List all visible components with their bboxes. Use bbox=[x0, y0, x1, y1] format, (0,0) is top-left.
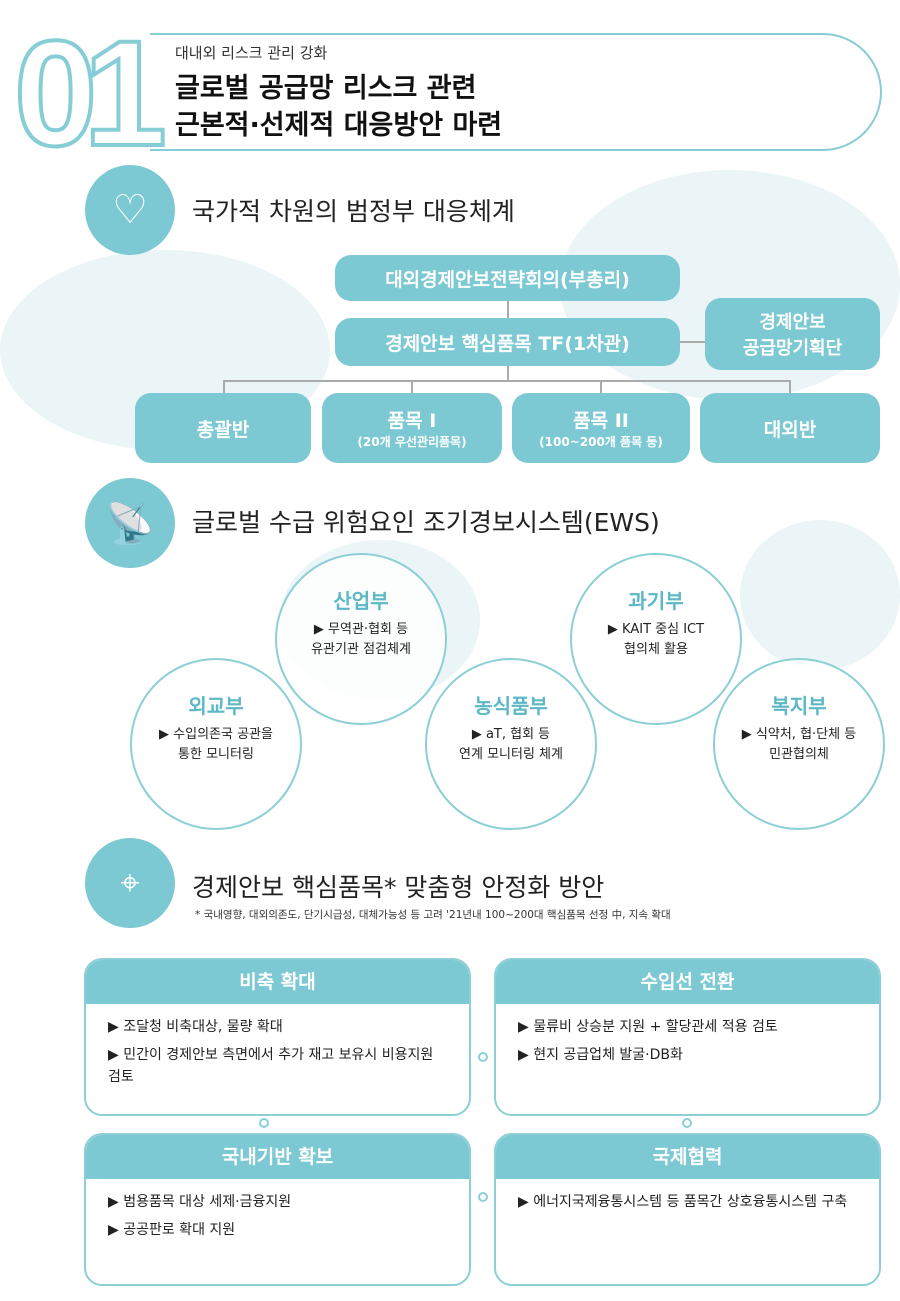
team-label: 품목 II bbox=[573, 410, 629, 432]
ministry-text: 연계 모니터링 체계 bbox=[459, 747, 563, 762]
section-number: 01 bbox=[12, 9, 169, 177]
team-label: 품목 I bbox=[387, 410, 437, 432]
team-sub: (20개 우선관리품목) bbox=[357, 435, 467, 449]
connector bbox=[600, 380, 602, 393]
card-item: ▶ 에너지국제융통시스템 등 품목간 상호융통시스템 구축 bbox=[518, 1194, 848, 1210]
ministry-text: ▶ 식약처, 협·단체 등 bbox=[741, 727, 857, 742]
connector bbox=[680, 341, 705, 343]
ministry-name: 복지부 bbox=[771, 694, 827, 718]
org-box-tf: 경제안보 핵심품목 TF(1차관) bbox=[335, 318, 680, 366]
team-label: 대외반 bbox=[763, 418, 817, 441]
team-box: 품목 II (100~200개 품목 등) bbox=[512, 393, 690, 463]
ministry-name: 산업부 bbox=[333, 589, 389, 613]
card-item: ▶ 범용품목 대상 세제·금융지원 bbox=[108, 1194, 292, 1210]
section-title: 국가적 차원의 범정부 대응체계 bbox=[192, 197, 515, 226]
connector bbox=[507, 301, 509, 318]
link-ring bbox=[478, 1192, 488, 1202]
header-subtitle: 대내외 리스크 관리 강화 bbox=[175, 44, 328, 62]
connector bbox=[789, 380, 791, 393]
ministry-name: 외교부 bbox=[188, 694, 244, 718]
connector bbox=[223, 380, 791, 382]
connector bbox=[507, 366, 509, 380]
link-ring bbox=[682, 1118, 692, 1128]
card-title: 국내기반 확보 bbox=[86, 1135, 469, 1179]
ministry-text: ▶ 무역관·협회 등 bbox=[313, 622, 409, 637]
measure-card: 수입선 전환 ▶ 물류비 상승분 지원 + 할당관세 적용 검토 ▶ 현지 공급업체… bbox=[494, 958, 881, 1116]
side-line: 경제안보 bbox=[759, 312, 826, 333]
header-frame bbox=[150, 33, 882, 151]
connector bbox=[411, 380, 413, 393]
card-item: ▶ 물류비 상승분 지원 + 할당관세 적용 검토 bbox=[518, 1019, 778, 1035]
team-box: 총괄반 bbox=[135, 393, 311, 463]
ministry-text: 통한 모니터링 bbox=[178, 747, 254, 762]
side-line: 공급망기획단 bbox=[742, 338, 843, 359]
team-sub: (100~200개 품목 등) bbox=[539, 435, 663, 449]
ministry-name: 과기부 bbox=[628, 589, 684, 613]
ministry-text: 유관기관 점검체계 bbox=[311, 642, 411, 657]
card-item: ▶ 조달청 비축대상, 물량 확대 bbox=[108, 1019, 283, 1035]
world-map-background bbox=[740, 520, 900, 670]
measure-card: 국제협력 ▶ 에너지국제융통시스템 등 품목간 상호융통시스템 구축 bbox=[494, 1133, 881, 1286]
team-box: 대외반 bbox=[700, 393, 880, 463]
measure-card: 국내기반 확보 ▶ 범용품목 대상 세제·금융지원 ▶ 공공판로 확대 지원 bbox=[84, 1133, 471, 1286]
card-item: ▶ 현지 공급업체 발굴·DB화 bbox=[518, 1047, 683, 1063]
ministry-text: ▶ aT, 협회 등 bbox=[471, 727, 551, 742]
card-item: ▶ 민간이 경제안보 측면에서 추가 재고 보유시 비용지원 검토 bbox=[108, 1047, 434, 1085]
ministry-name: 농식품부 bbox=[474, 694, 548, 718]
title-line: 글로벌 공급망 리스크 관련 bbox=[175, 73, 477, 104]
ministry-text: ▶ 수입의존국 공관을 bbox=[159, 727, 273, 742]
measure-card: 비축 확대 ▶ 조달청 비축대상, 물량 확대 ▶ 민간이 경제안보 측면에서 추가… bbox=[84, 958, 471, 1116]
team-label: 총괄반 bbox=[196, 418, 250, 441]
card-item: ▶ 공공판로 확대 지원 bbox=[108, 1222, 236, 1238]
ministry-text: 민관협의체 bbox=[769, 747, 829, 762]
ministry-text: 협의체 활용 bbox=[624, 642, 688, 657]
link-ring bbox=[478, 1052, 488, 1062]
card-title: 국제협력 bbox=[496, 1135, 879, 1179]
connector bbox=[223, 380, 225, 393]
section-title: 경제안보 핵심품목* 맞춤형 안정화 방안 bbox=[192, 873, 605, 902]
card-title: 비축 확대 bbox=[86, 960, 469, 1004]
card-title: 수입선 전환 bbox=[496, 960, 879, 1004]
ministry-circle: 과기부 ▶ KAIT 중심 ICT 협의체 활용 bbox=[570, 553, 742, 725]
satellite-dish-icon: 📡 bbox=[85, 478, 175, 568]
org-box-top: 대외경제안보전략회의(부총리) bbox=[335, 255, 680, 301]
title-line: 근본적·선제적 대응방안 마련 bbox=[175, 110, 503, 141]
korea-map-icon: ⌖ bbox=[85, 838, 175, 928]
footnote: * 국내영향, 대외의존도, 단기시급성, 대체가능성 등 고려 '21년내 1… bbox=[195, 909, 671, 921]
section-title: 글로벌 수급 위험요인 조기경보시스템(EWS) bbox=[192, 508, 660, 537]
handshake-heart-icon: ♡ bbox=[85, 165, 175, 255]
link-ring bbox=[259, 1118, 269, 1128]
team-box: 품목 I (20개 우선관리품목) bbox=[322, 393, 502, 463]
ministry-text: ▶ KAIT 중심 ICT bbox=[607, 622, 705, 637]
